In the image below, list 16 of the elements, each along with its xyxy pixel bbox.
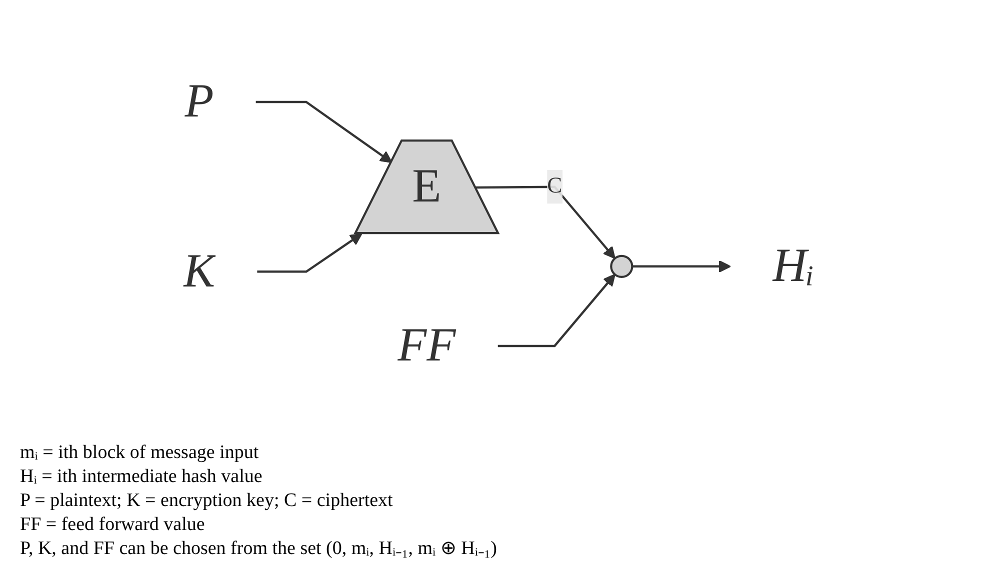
node-text: Hᵢ [772, 240, 814, 292]
node-circle [610, 254, 633, 278]
legend-note: P = plaintext; K = encryption key; C = ciphertext [20, 489, 394, 513]
diagram-drawing: C P K E Hᵢ FF [130, 34, 868, 414]
node-text: FF [397, 320, 456, 372]
arrow [256, 100, 392, 162]
node-text: K [182, 245, 215, 298]
arrow [256, 232, 362, 272]
legend-note: P, K, and FF can be chosen from the set (0, mᵢ, Hᵢ₋₁, mᵢ ⊕ Hᵢ₋₁) [20, 537, 498, 561]
arrow [632, 260, 731, 272]
legend-note: FF = feed forward value [20, 513, 206, 537]
node-text: P [184, 76, 214, 128]
legend-note: mᵢ = ith block of message input [20, 441, 260, 465]
legend-note: Hᵢ = ith intermediate hash value [20, 465, 264, 489]
arrow [475, 185, 616, 258]
arrow [498, 273, 616, 347]
